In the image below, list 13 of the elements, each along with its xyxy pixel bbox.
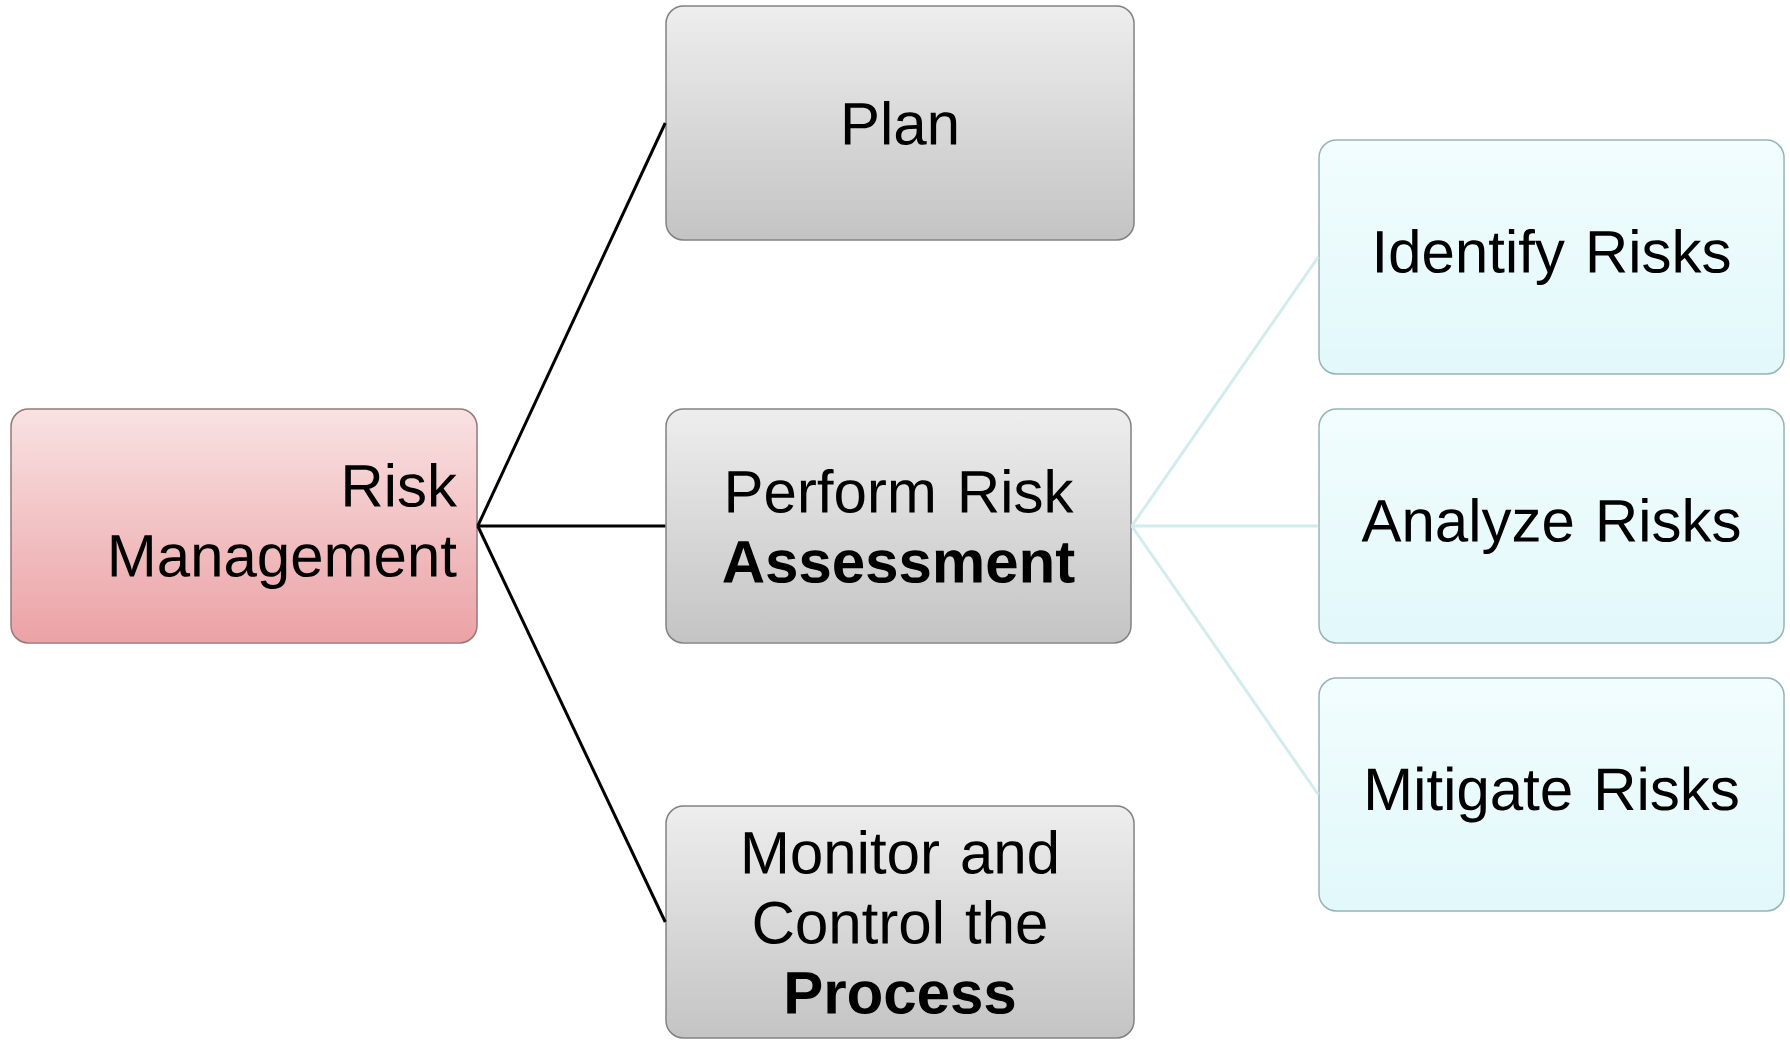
connector-line [477, 524, 666, 528]
step-box: Identify Risks [1318, 139, 1785, 375]
connector-line [1131, 524, 1319, 528]
root-box: Risk Management [10, 408, 478, 644]
step-box: Mitigate Risks [1318, 677, 1785, 912]
process-box: Perform Risk Assessment [665, 408, 1132, 644]
process-box: Monitor and Control the Process [665, 805, 1135, 1039]
step-box: Analyze Risks [1318, 408, 1785, 644]
connector-line [476, 525, 667, 923]
process-box: Plan [665, 5, 1135, 241]
connector-line [1130, 525, 1320, 796]
connector-line [476, 122, 667, 527]
connector-line [1130, 256, 1320, 527]
